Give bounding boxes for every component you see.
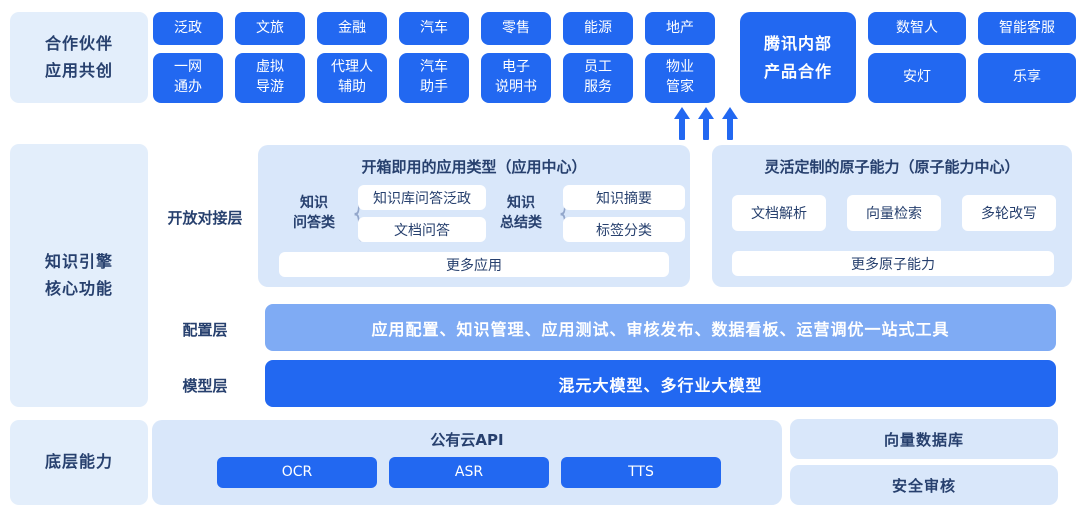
cloud-api-items: OCR ASR TTS [217,457,721,488]
partner-app-node: 代理人 辅助 [317,53,387,103]
ocr-node: OCR [217,457,377,488]
industry-node: 泛政 [153,12,223,45]
app-center-title: 开箱即用的应用类型（应用中心） [361,158,587,176]
doc-parse-node: 文档解析 [732,195,826,231]
internal-product-node: 乐享 [978,53,1076,103]
base-side-label: 底层能力 [10,420,148,505]
industry-node: 汽车 [399,12,469,45]
security-audit-node: 安全审核 [790,465,1058,505]
engine-side-label: 知识引擎 核心功能 [10,144,148,407]
kb-qa-node: 知识库问答泛政 [358,185,486,210]
config-layer-bar: 应用配置、知识管理、应用测试、审核发布、数据看板、运营调优一站式工具 [265,304,1056,351]
partner-app-node: 汽车 助手 [399,53,469,103]
cloud-api-title: 公有云API [430,431,504,449]
summary-group-label: 知识 总结类 [500,195,542,231]
industry-node: 能源 [563,12,633,45]
open-layer-label: 开放对接层 [167,209,243,227]
internal-products-row2: 安灯 乐享 [868,53,1076,103]
model-layer-label: 模型层 [182,377,228,395]
asr-node: ASR [389,457,549,488]
qa-group-items: 知识库问答泛政 文档问答 [358,185,486,242]
partner-app-node: 员工 服务 [563,53,633,103]
partner-app-node: 电子 说明书 [481,53,551,103]
model-layer-bar: 混元大模型、多行业大模型 [265,360,1056,407]
partner-app-node: 物业 管家 [645,53,715,103]
doc-qa-node: 文档问答 [358,217,486,242]
tag-classify-node: 标签分类 [563,217,685,242]
industry-node: 金融 [317,12,387,45]
industry-node: 零售 [481,12,551,45]
atomic-center-panel: 灵活定制的原子能力（原子能力中心） 文档解析 向量检索 多轮改写 更多原子能力 [712,145,1072,287]
atomic-center-title: 灵活定制的原子能力（原子能力中心） [764,158,1020,176]
industry-node: 地产 [645,12,715,45]
internal-product-node: 安灯 [868,53,966,103]
multi-turn-rewrite-node: 多轮改写 [962,195,1056,231]
up-arrow-icon [722,107,738,140]
tencent-internal-node: 腾讯内部 产品合作 [740,12,856,103]
more-apps-node: 更多应用 [279,252,669,277]
up-arrow-icon [674,107,690,140]
tts-node: TTS [561,457,721,488]
internal-product-node: 数智人 [868,12,966,45]
partner-industry-row: 泛政 文旅 金融 汽车 零售 能源 地产 [153,12,715,45]
partner-app-node: 虚拟 导游 [235,53,305,103]
qa-group-label: 知识 问答类 [293,195,335,231]
up-arrow-icon [698,107,714,140]
partner-app-row: 一网 通办 虚拟 导游 代理人 辅助 汽车 助手 电子 说明书 员工 服务 物业… [153,53,715,103]
summary-group-items: 知识摘要 标签分类 [563,185,685,242]
app-center-panel: 开箱即用的应用类型（应用中心） 知识 问答类 { 知识库问答泛政 文档问答 知识… [258,145,690,287]
internal-products-row1: 数智人 智能客服 [868,12,1076,45]
partner-grid: 泛政 文旅 金融 汽车 零售 能源 地产 一网 通办 虚拟 导游 代理人 辅助 … [153,12,715,103]
partners-side-label: 合作伙伴 应用共创 [10,12,148,103]
industry-node: 文旅 [235,12,305,45]
internal-products-grid: 数智人 智能客服 安灯 乐享 [868,12,1076,103]
vector-db-node: 向量数据库 [790,419,1058,459]
connection-arrows [674,107,738,140]
vector-search-node: 向量检索 [847,195,941,231]
atomic-items-row: 文档解析 向量检索 多轮改写 [732,195,1056,231]
internal-product-node: 智能客服 [978,12,1076,45]
cloud-api-panel: 公有云API OCR ASR TTS [152,420,782,505]
config-layer-label: 配置层 [182,321,228,339]
more-atomic-node: 更多原子能力 [732,251,1054,276]
partner-app-node: 一网 通办 [153,53,223,103]
knowledge-summary-node: 知识摘要 [563,185,685,210]
